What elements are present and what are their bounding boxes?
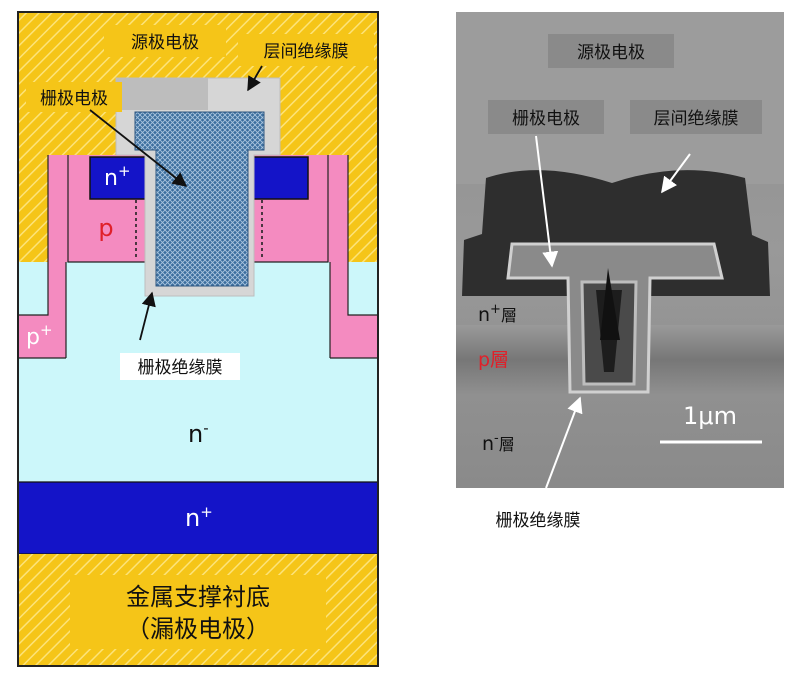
sem-gate-insulator-caption: 栅极绝缘膜 xyxy=(496,511,581,531)
n-plus-substrate xyxy=(18,482,378,554)
metal-substrate-label-box xyxy=(70,575,326,649)
n-minus-layer-label: n-層 xyxy=(482,431,515,455)
schematic-frame xyxy=(17,11,379,667)
n-plus-layer-label: n+層 xyxy=(478,302,517,326)
gate-electrode-label: 栅极电极 xyxy=(40,89,108,109)
sem-gate-electrode-label: 栅极电极 xyxy=(512,109,580,129)
sem-source-electrode-label: 源极电极 xyxy=(577,43,645,63)
p-layer-label: p層 xyxy=(478,349,509,371)
sem-gate-electrode-arrow xyxy=(535,135,559,268)
metal-substrate-label-line1: 金属支撑衬底 xyxy=(126,583,270,611)
gate-electrode xyxy=(134,111,265,287)
metal-substrate-label-line2: （漏极电极） xyxy=(126,615,270,643)
scale-bar-label: 1μm xyxy=(683,402,737,430)
p-plus-region-left xyxy=(18,155,68,358)
gate-electrode-arrow xyxy=(89,109,188,187)
p-body-label: p xyxy=(98,214,113,242)
p-plus-region-right xyxy=(328,155,378,358)
n-plus-source-label: n+ xyxy=(104,162,131,191)
interlayer-insulator-label: 层间绝缘膜 xyxy=(264,42,349,62)
sem-interlayer-insulator-arrow xyxy=(661,153,691,194)
n-minus-drift-label: n- xyxy=(188,419,209,448)
n-plus-source-right xyxy=(251,156,309,200)
gate-insulator-arrow xyxy=(139,291,156,341)
p-plus-label: p+ xyxy=(26,321,53,350)
device-schematic: 源极电极 层间绝缘膜 栅极电极 n+ p p+ 栅极绝缘膜 n- n+ 金属支撑… xyxy=(17,11,379,667)
sem-micrograph: 源极电极 栅极电极 层间绝缘膜 n+層 p層 n-層 1μm xyxy=(456,12,784,489)
source-electrode-label: 源极电极 xyxy=(131,33,199,53)
sem-gate-insulator-arrow xyxy=(545,396,583,489)
interlayer-insulator-arrow xyxy=(247,65,263,92)
sem-interlayer-insulator-label: 层间绝缘膜 xyxy=(654,109,739,129)
n-plus-substrate-label: n+ xyxy=(185,503,213,532)
gate-insulator-label: 栅极绝缘膜 xyxy=(138,358,223,378)
